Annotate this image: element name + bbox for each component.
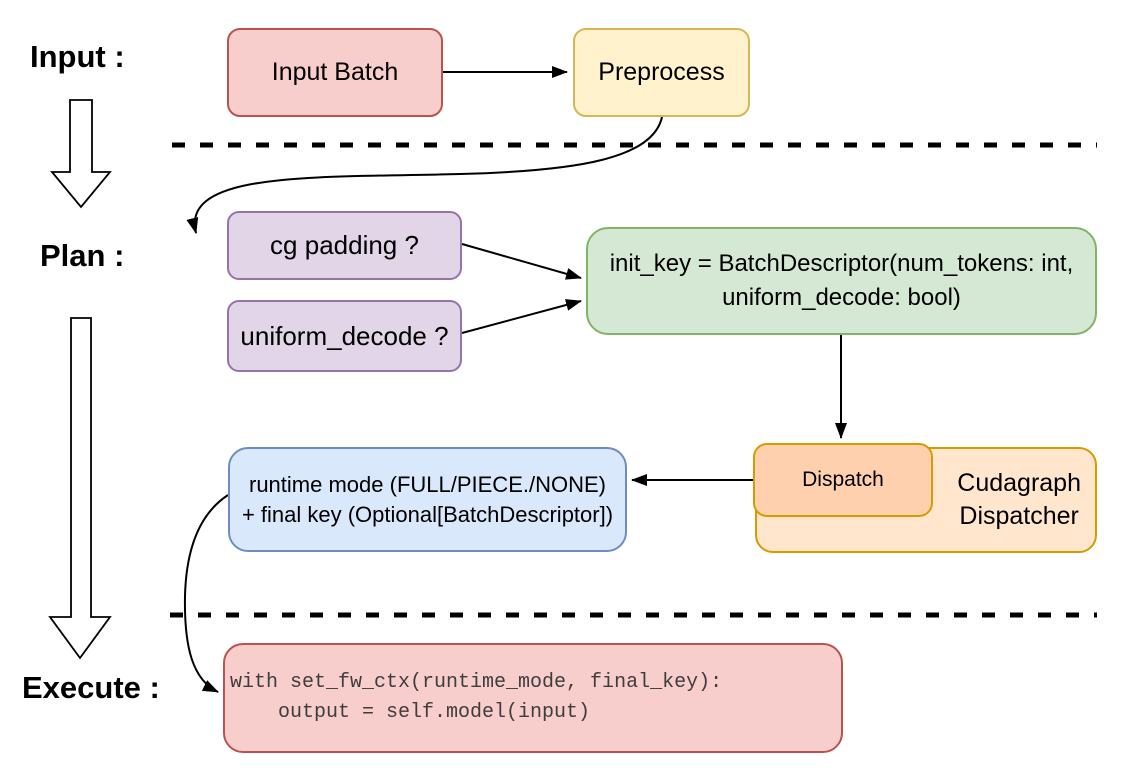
node-execute-code-line2: output = self.model(input) xyxy=(230,701,591,724)
node-dispatch: Dispatch xyxy=(753,443,933,517)
stage-arrow-input-to-plan-icon xyxy=(50,99,112,209)
connector-cgpadding-to-initkey xyxy=(461,243,582,280)
node-cg-padding-label: cg padding ? xyxy=(270,230,419,260)
node-execute-code: with set_fw_ctx(runtime_mode, final_key)… xyxy=(223,643,843,753)
node-input-batch-label: Input Batch xyxy=(271,58,399,86)
connector-preprocess-to-cgpadding xyxy=(186,116,663,234)
connector-runtime-to-executecode xyxy=(183,494,229,693)
stage-label-plan: Plan : xyxy=(40,238,125,273)
node-cg-padding: cg padding ? xyxy=(227,211,462,280)
node-execute-code-line1: with set_fw_ctx(runtime_mode, final_key)… xyxy=(230,671,723,694)
node-uniform-decode-label: uniform_decode ? xyxy=(240,320,449,351)
node-init-key-line2: uniform_decode: bool) xyxy=(722,284,961,311)
node-cudagraph-dispatcher-line2: Dispatcher xyxy=(959,502,1079,530)
node-init-key-line1: init_key = BatchDescriptor(num_tokens: i… xyxy=(609,250,1074,277)
stage-arrow-plan-to-execute-icon xyxy=(48,317,112,660)
node-init-key: init_key = BatchDescriptor(num_tokens: i… xyxy=(586,227,1097,335)
stage-label-execute: Execute : xyxy=(22,670,160,705)
connector-uniformdecode-to-initkey xyxy=(461,299,582,334)
node-runtime-result-line2: + final key (Optional[BatchDescriptor]) xyxy=(241,501,614,527)
stage-label-input: Input : xyxy=(30,39,125,74)
node-runtime-result: runtime mode (FULL/PIECE./NONE) + final … xyxy=(228,447,627,552)
node-preprocess-label: Preprocess xyxy=(598,58,725,86)
node-cudagraph-dispatcher-line1: Cudagraph xyxy=(957,469,1081,497)
node-uniform-decode: uniform_decode ? xyxy=(227,300,462,372)
node-runtime-result-line1: runtime mode (FULL/PIECE./NONE) xyxy=(249,471,606,497)
node-preprocess: Preprocess xyxy=(573,28,750,117)
node-dispatch-label: Dispatch xyxy=(802,468,884,491)
node-input-batch: Input Batch xyxy=(227,28,443,117)
